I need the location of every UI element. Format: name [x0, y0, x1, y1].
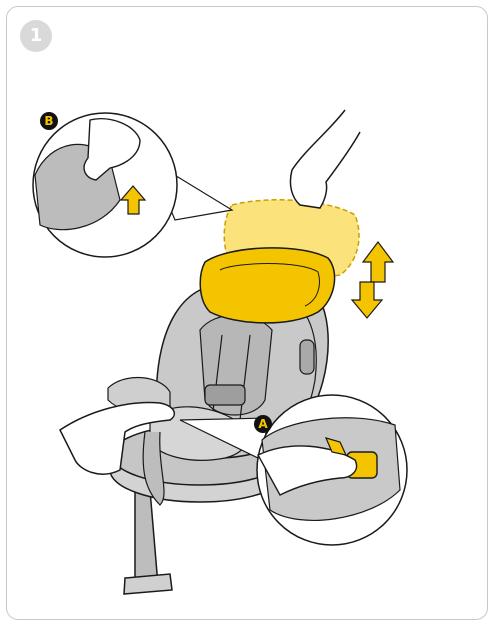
callout-a-label: A [254, 415, 272, 433]
up-arrow-icon [363, 242, 393, 282]
detail-zoom-b [33, 113, 232, 257]
support-leg [124, 490, 172, 594]
headrest [200, 248, 334, 323]
down-arrow-icon [352, 282, 382, 318]
callout-b-label: B [40, 112, 58, 130]
hand-icon [290, 110, 360, 208]
